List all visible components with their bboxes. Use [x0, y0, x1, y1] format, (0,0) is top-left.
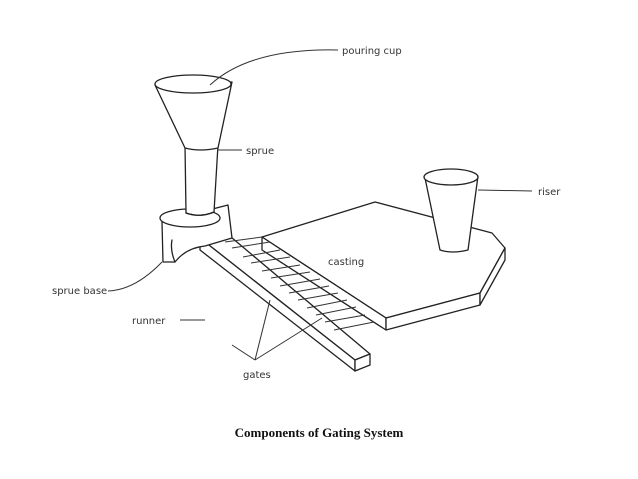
runner-bar [199, 231, 371, 372]
runner-label: runner [132, 316, 166, 327]
pouring-cup [154, 74, 233, 151]
riser-label: riser [538, 187, 561, 198]
gates-grid [224, 236, 375, 331]
pouring-cup-label: pouring cup [342, 46, 402, 57]
sprue-label: sprue [246, 146, 274, 157]
gates-label: gates [243, 370, 271, 381]
sprue-base-label: sprue base [52, 286, 107, 297]
casting-label: casting [328, 257, 364, 268]
riser [423, 168, 479, 253]
leader-lines [107, 49, 533, 361]
sprue [184, 144, 219, 216]
figure-caption: Components of Gating System [234, 425, 404, 440]
